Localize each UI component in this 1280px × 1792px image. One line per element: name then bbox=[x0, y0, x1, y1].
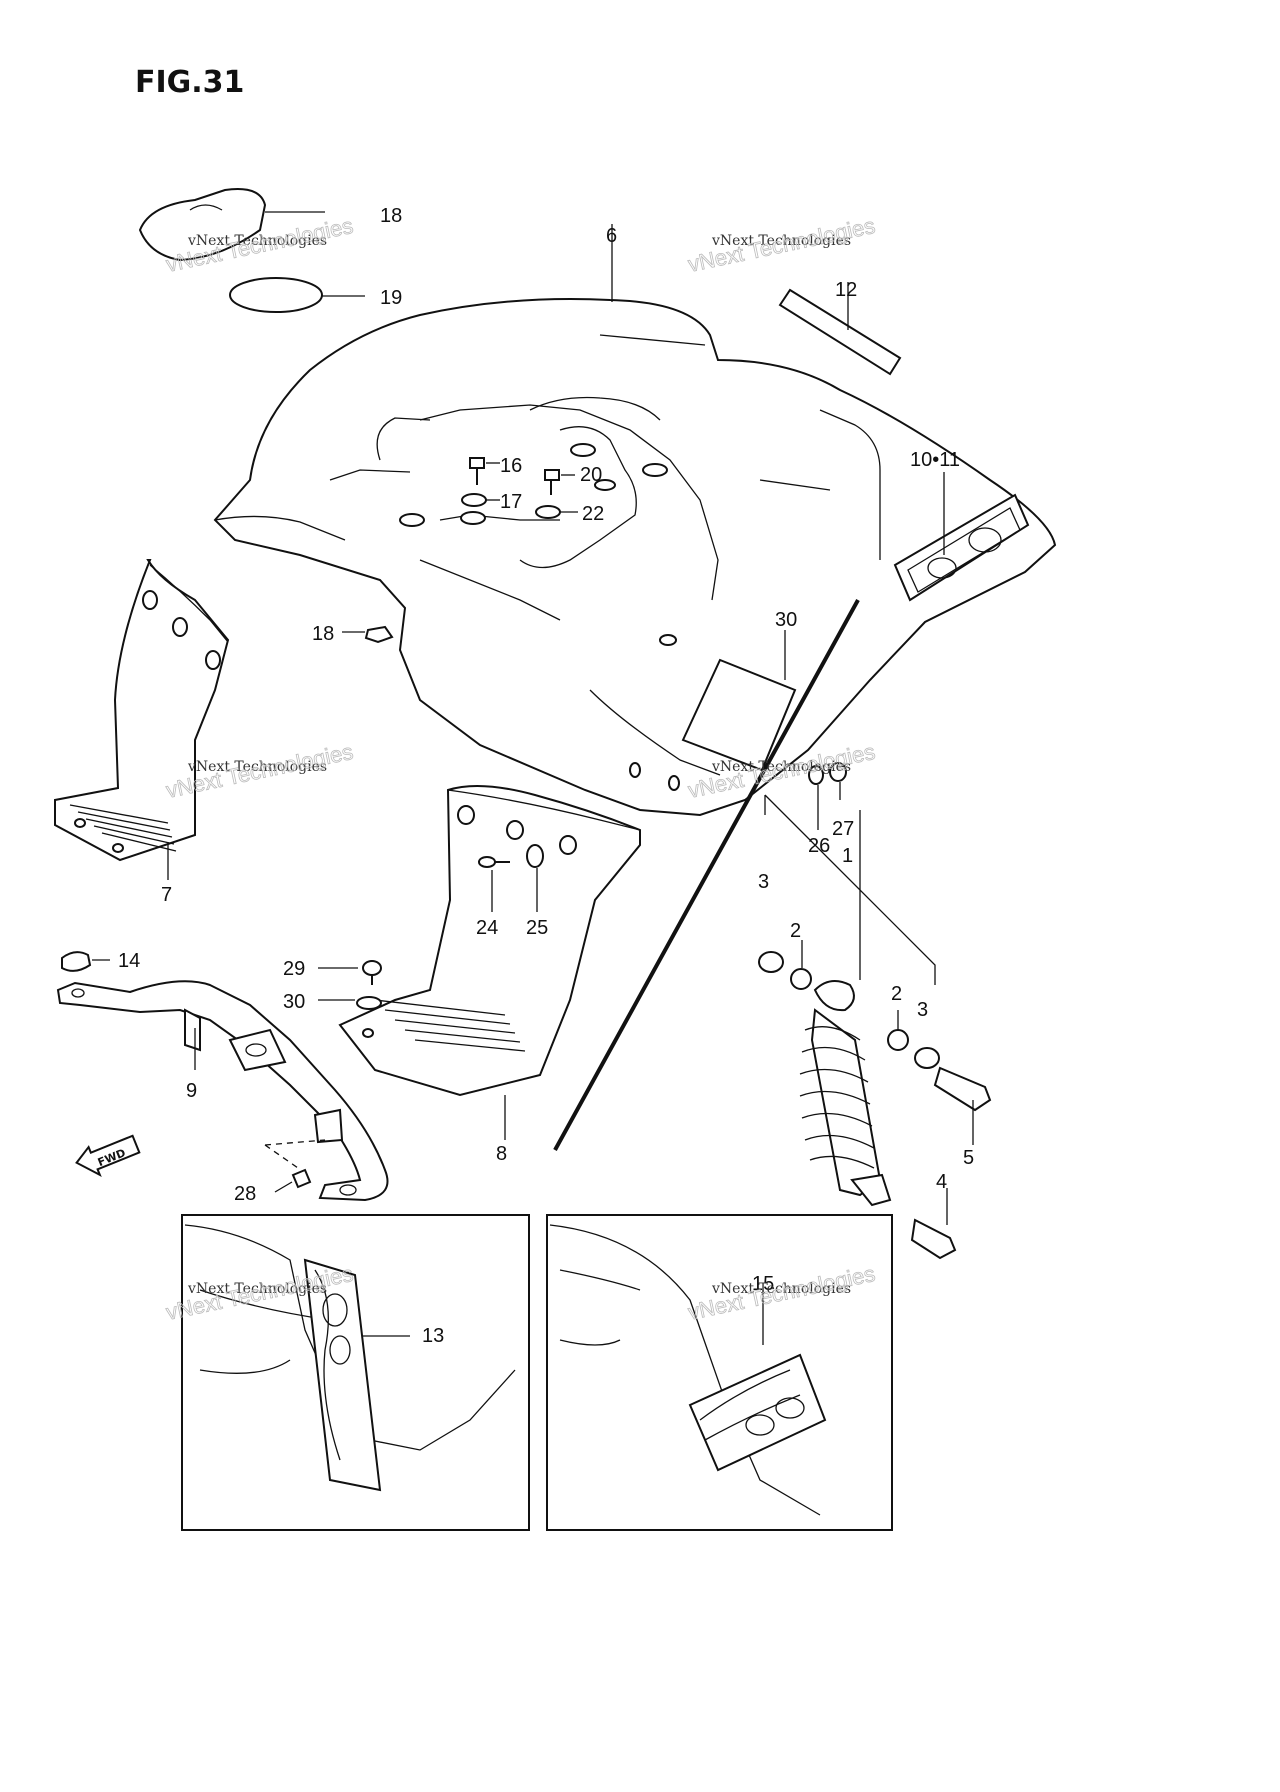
part-8-rear-mudflap bbox=[338, 785, 641, 1140]
callout-4: 4 bbox=[936, 1171, 947, 1193]
callout-15: 14 bbox=[118, 950, 140, 972]
callout-3-lower: 3 bbox=[917, 999, 928, 1021]
part-7-left-mudflap bbox=[54, 559, 230, 880]
part-6-rear-fender bbox=[213, 224, 1057, 817]
part-30-decal bbox=[681, 630, 797, 772]
callout-17: 17 bbox=[500, 491, 522, 513]
leader-diagonal-line bbox=[553, 599, 860, 1151]
part-25-bolt bbox=[264, 1139, 326, 1193]
part-28-seat-pad bbox=[138, 188, 325, 262]
callout-18: 18 bbox=[312, 623, 334, 645]
callout-28: 18 bbox=[380, 205, 402, 227]
watermark-text: vNext Technologies bbox=[711, 759, 851, 775]
callout-27: 30 bbox=[283, 991, 305, 1013]
part-9-carrier-bracket bbox=[56, 980, 389, 1202]
callout-25: 28 bbox=[234, 1183, 256, 1205]
callout-labels: 18 19 6 12 10•11 16 17 20 22 18 30 7 26 … bbox=[118, 205, 974, 1347]
inset-14-badge-detail bbox=[546, 1214, 893, 1531]
callout-20: 22 bbox=[582, 503, 604, 525]
callout-2-top: 2 bbox=[790, 920, 801, 942]
callout-3-top: 3 bbox=[758, 871, 769, 893]
callout-5: 5 bbox=[963, 1147, 974, 1169]
fwd-arrow-icon: FWD bbox=[75, 1134, 141, 1178]
callout-2-lower: 2 bbox=[891, 983, 902, 1005]
callout-23: 26 bbox=[808, 835, 830, 857]
callout-9: 9 bbox=[186, 1080, 197, 1102]
part-29-ring bbox=[229, 277, 365, 313]
figure-title: FIG.31 bbox=[135, 65, 244, 100]
callout-14: 15 bbox=[752, 1273, 774, 1295]
part-12-decal-strip bbox=[778, 282, 902, 376]
fasteners-21-22-26-27 bbox=[318, 844, 544, 1010]
watermark-text: vNext Technologies bbox=[711, 1281, 851, 1297]
callout-21: 24 bbox=[476, 917, 498, 939]
watermark-text: vNext Technologies bbox=[187, 233, 327, 249]
callout-19: 20 bbox=[580, 464, 602, 486]
callout-6: 6 bbox=[606, 225, 617, 247]
callout-22: 25 bbox=[526, 917, 548, 939]
watermark-text: vNext Technologies bbox=[187, 759, 327, 775]
fender-mount-holes bbox=[399, 443, 680, 791]
callout-13: 13 bbox=[422, 1325, 444, 1347]
fasteners-16-20 bbox=[342, 457, 578, 644]
inset-13-badge-detail bbox=[181, 1214, 530, 1531]
part-10-11-side-emblem bbox=[893, 472, 1030, 602]
fasteners-23-24 bbox=[808, 762, 847, 830]
callout-7: 7 bbox=[161, 884, 172, 906]
callout-10-11: 10•11 bbox=[910, 449, 960, 471]
callout-16: 16 bbox=[500, 455, 522, 477]
callout-1: 1 bbox=[842, 845, 853, 867]
callout-12: 12 bbox=[835, 279, 857, 301]
watermark-text: vNext Technologies bbox=[711, 233, 851, 249]
callout-24: 27 bbox=[832, 818, 854, 840]
part-1-shock-absorber bbox=[758, 794, 992, 1260]
callout-26: 29 bbox=[283, 958, 305, 980]
watermark-text: vNext Technologies bbox=[187, 1281, 327, 1297]
callout-30: 30 bbox=[775, 609, 797, 631]
callout-8: 8 bbox=[496, 1143, 507, 1165]
part-15-plug bbox=[61, 951, 110, 972]
callout-29: 19 bbox=[380, 287, 402, 309]
